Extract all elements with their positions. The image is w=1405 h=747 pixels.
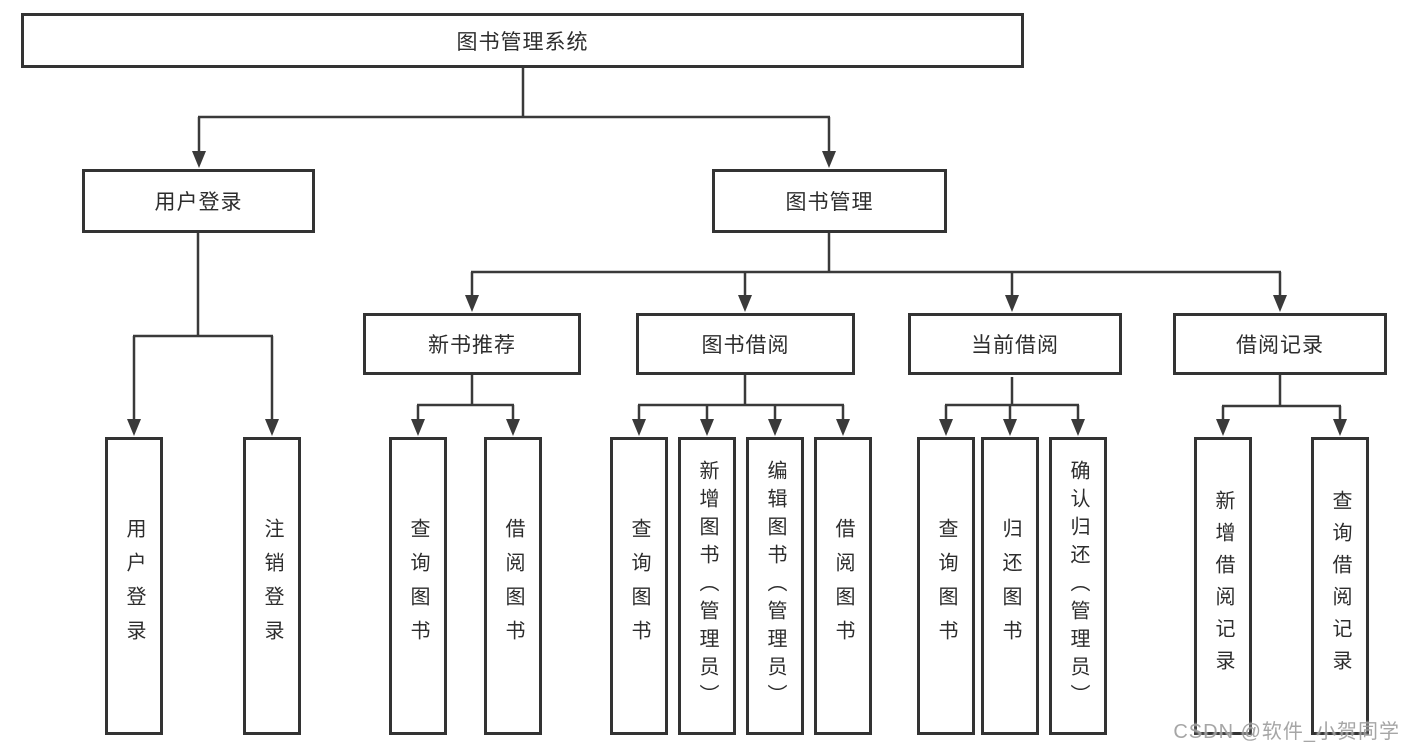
node-library-management-system: 图书管理系统	[21, 13, 1024, 68]
leaf-label: 借阅图书	[502, 518, 524, 654]
node-label: 新书推荐	[428, 334, 516, 357]
leaf-borrow-books-recommend: 借阅图书	[484, 437, 542, 735]
leaf-logout: 注销登录	[243, 437, 301, 735]
leaf-label: 编辑图书（管理员）	[764, 460, 786, 712]
node-current-borrowing: 当前借阅	[908, 313, 1122, 375]
leaf-label: 用户登录	[123, 518, 145, 654]
csdn-watermark: CSDN @软件_小贺同学	[1173, 721, 1400, 743]
leaf-add-borrow-record: 新增借阅记录	[1194, 437, 1252, 735]
node-label: 当前借阅	[971, 334, 1059, 357]
leaf-add-books-admin: 新增图书（管理员）	[678, 437, 736, 735]
leaf-label: 查询图书	[407, 518, 429, 654]
leaf-query-borrow-record: 查询借阅记录	[1311, 437, 1369, 735]
leaf-confirm-return-admin: 确认归还（管理员）	[1049, 437, 1107, 735]
leaf-label: 查询图书	[935, 518, 957, 654]
node-label: 图书管理系统	[456, 30, 589, 54]
leaf-label: 查询借阅记录	[1329, 490, 1351, 682]
leaf-label: 查询图书	[628, 518, 650, 654]
leaf-label: 借阅图书	[832, 518, 854, 654]
leaf-label: 归还图书	[999, 518, 1021, 654]
node-book-borrowing: 图书借阅	[636, 313, 855, 375]
leaf-borrow-books-borrowing: 借阅图书	[814, 437, 872, 735]
leaf-query-books-borrowing: 查询图书	[610, 437, 668, 735]
leaf-user-login: 用户登录	[105, 437, 163, 735]
leaf-query-books-current: 查询图书	[917, 437, 975, 735]
node-label: 用户登录	[154, 191, 243, 214]
leaf-query-books-recommend: 查询图书	[389, 437, 447, 735]
node-borrowing-records: 借阅记录	[1173, 313, 1387, 375]
leaf-label: 确认归还（管理员）	[1067, 460, 1089, 712]
node-label: 图书借阅	[701, 334, 790, 357]
node-new-book-recommend: 新书推荐	[363, 313, 581, 375]
node-label: 借阅记录	[1236, 334, 1324, 357]
node-book-management: 图书管理	[712, 169, 947, 233]
node-label: 图书管理	[785, 191, 874, 214]
leaf-return-books: 归还图书	[981, 437, 1039, 735]
leaf-edit-books-admin: 编辑图书（管理员）	[746, 437, 804, 735]
leaf-label: 注销登录	[261, 518, 283, 654]
leaf-label: 新增借阅记录	[1212, 490, 1234, 682]
node-user-login: 用户登录	[82, 169, 315, 233]
leaf-label: 新增图书（管理员）	[696, 460, 718, 712]
